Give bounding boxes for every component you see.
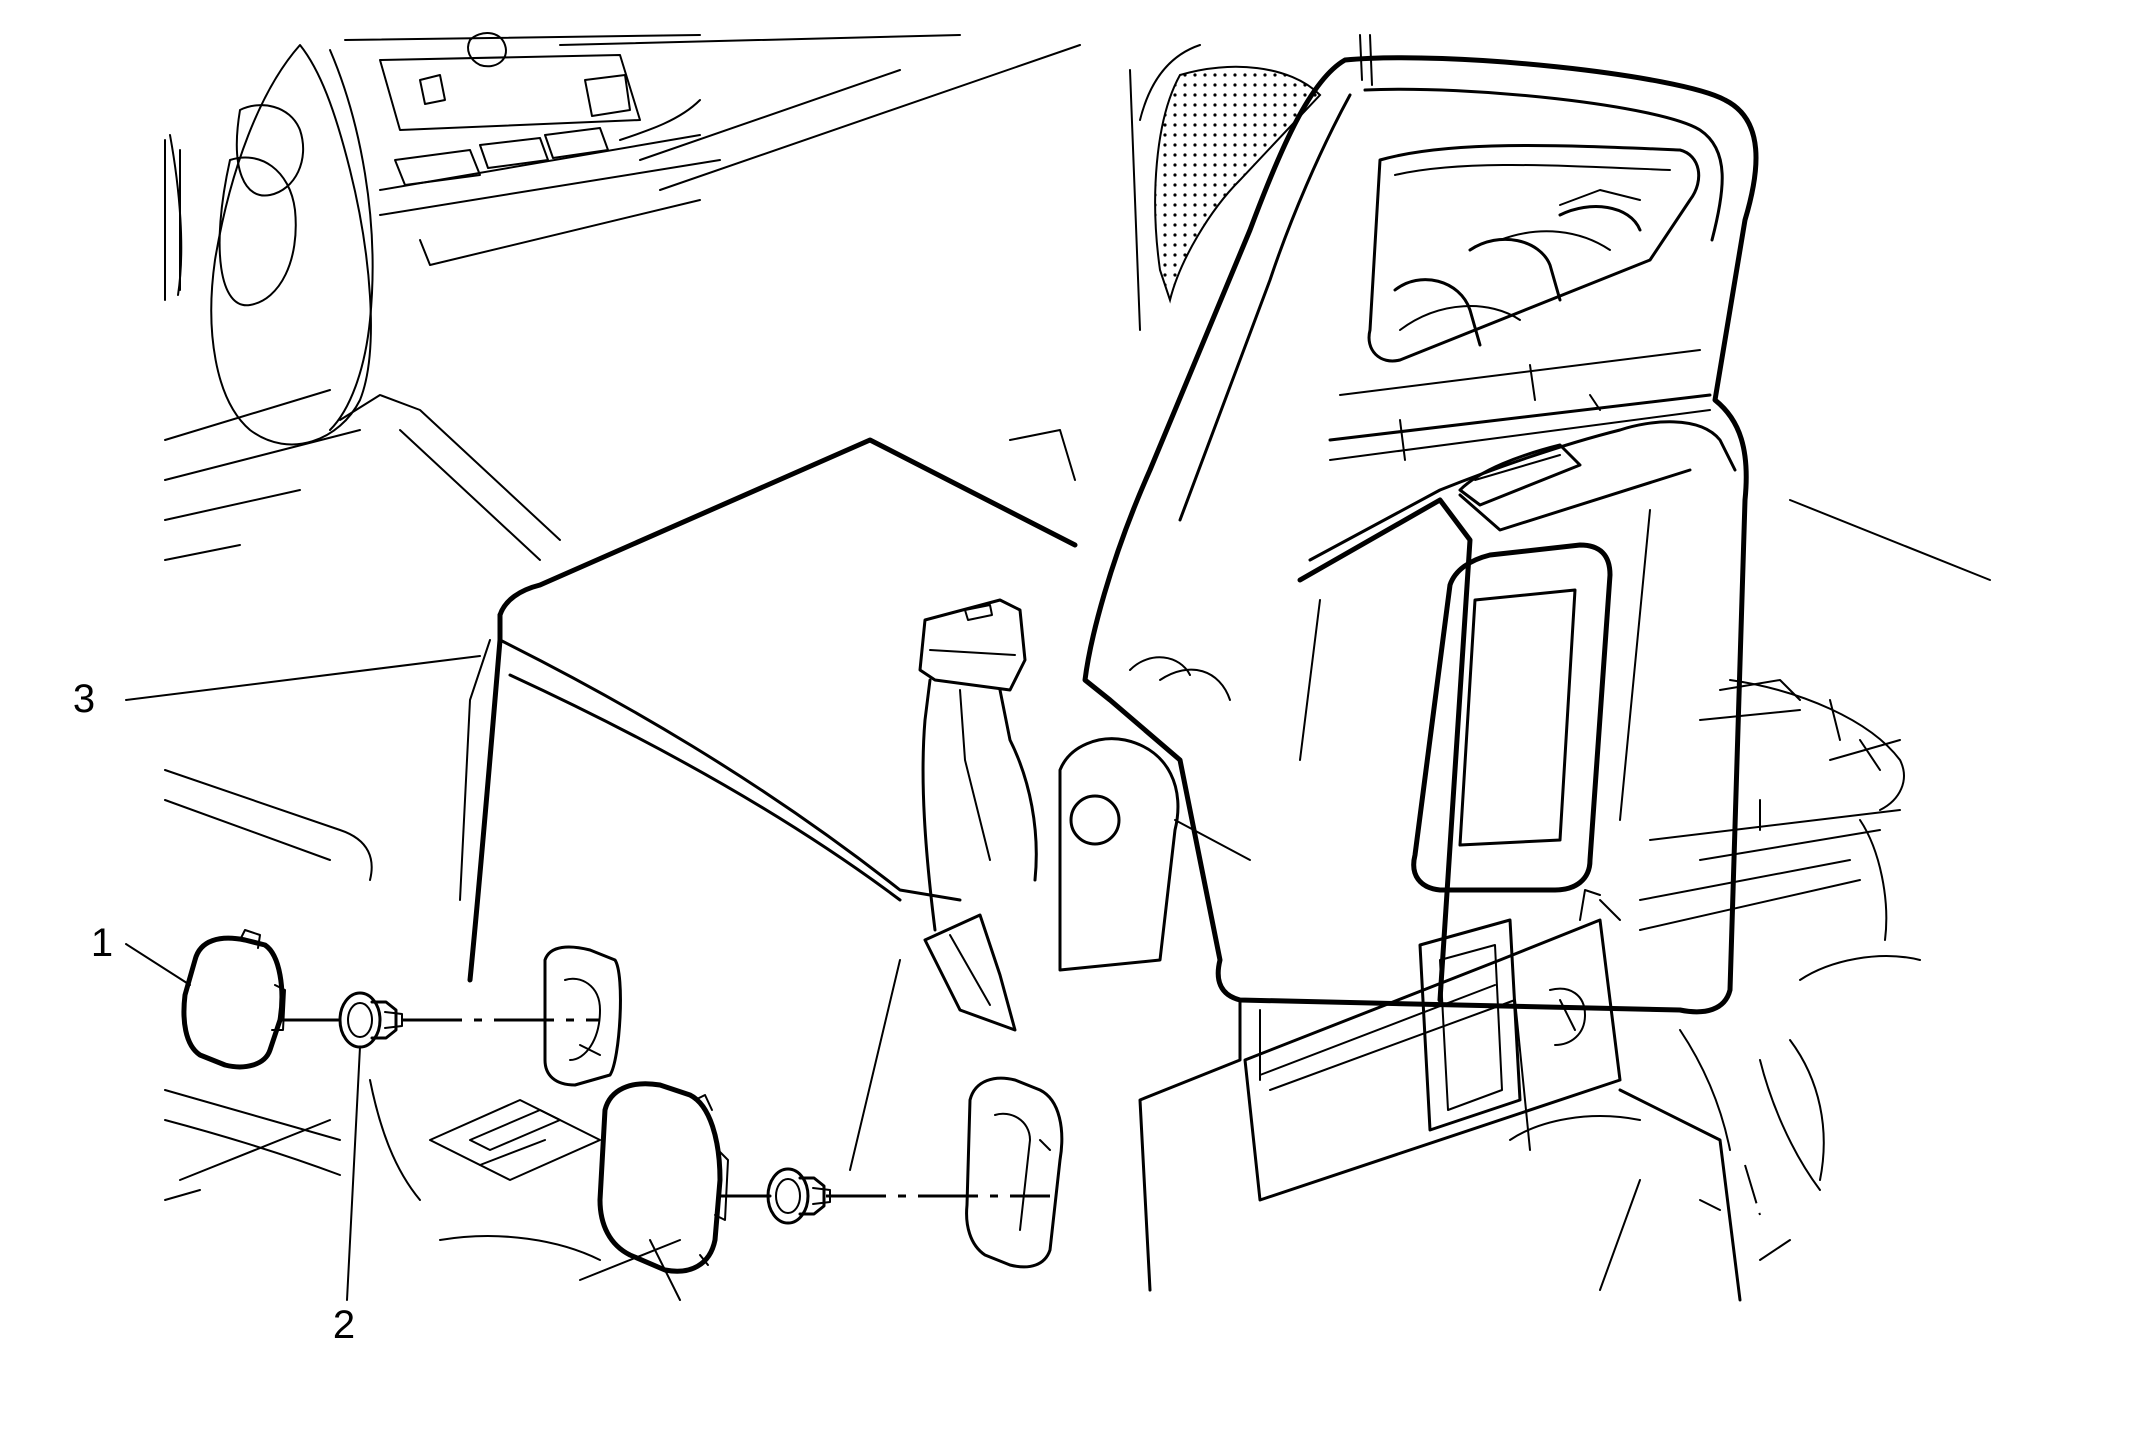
trim-cover-left xyxy=(181,929,340,1070)
seat-belt-buckle xyxy=(849,598,1038,1171)
seat-cushion xyxy=(459,429,1078,983)
trim-cover-right xyxy=(597,1081,772,1274)
callout-label-3: 3 xyxy=(73,677,95,721)
callout-label-1: 1 xyxy=(91,921,113,965)
callout-label-2: 2 xyxy=(333,1303,355,1347)
floor-mount xyxy=(164,499,1991,1302)
seat-back xyxy=(1058,55,1759,1015)
dashboard-background xyxy=(164,32,1081,561)
bolt-left xyxy=(338,991,403,1049)
leader-lines xyxy=(125,655,481,1301)
alignment-lines xyxy=(402,1018,1761,1216)
bolt-right xyxy=(766,1167,831,1225)
speaker-grille xyxy=(1129,34,1373,331)
